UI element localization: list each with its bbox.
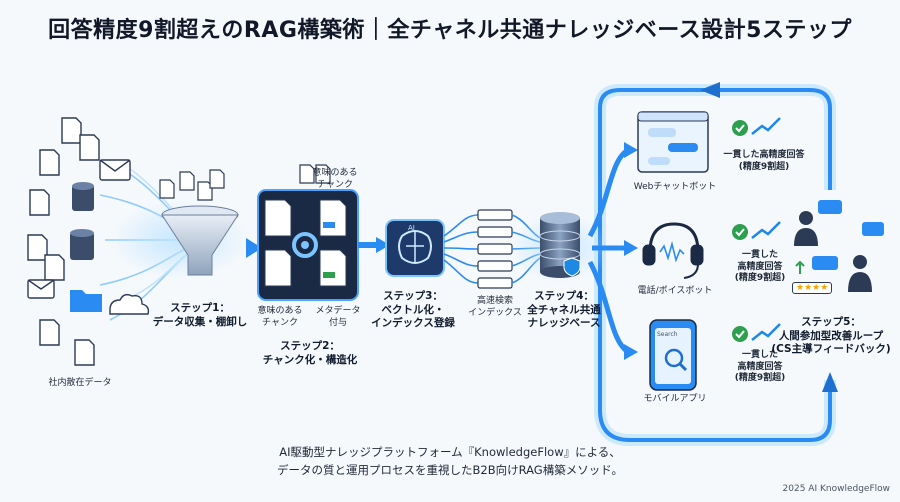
answer-web-line2: (精度9割超) bbox=[738, 161, 790, 172]
step2-desc: チャンク化・構造化 bbox=[262, 353, 358, 366]
step5-title: ステップ5： bbox=[801, 316, 861, 328]
step3-desc2: インデックス登録 bbox=[371, 317, 455, 330]
web-chatbot-label: Webチャットボット bbox=[633, 182, 717, 192]
central-database bbox=[510, 212, 610, 283]
chunk-left-line1: 意味のある bbox=[257, 306, 303, 316]
mobile-phone bbox=[649, 319, 697, 391]
step3-title: ステップ3： bbox=[383, 290, 443, 302]
step5-desc2: (CS主導フィードバック) bbox=[771, 343, 891, 356]
mobile-app-label: モバイルアプリ bbox=[643, 394, 707, 404]
check-icons bbox=[732, 120, 748, 342]
rating-stars: ★★★★ bbox=[792, 282, 833, 294]
feedback-loop bbox=[594, 82, 838, 446]
chunk-left-label: 意味のある チャンク bbox=[248, 306, 312, 329]
ai-chip-label: AI bbox=[408, 224, 415, 232]
answer-phone-line1: 一貫した bbox=[741, 250, 778, 260]
step4-desc1: 全チャネル共通 bbox=[527, 303, 601, 316]
chunking-board bbox=[257, 189, 359, 301]
chunk-top-line2: チャンク bbox=[317, 179, 353, 190]
step1-label: ステップ1： データ収集・棚卸し bbox=[140, 302, 260, 329]
answer-mobile-line2: 高精度回答 bbox=[737, 361, 783, 372]
answer-phone-line2: 高精度回答 bbox=[737, 261, 783, 272]
answer-web-label: 一貫した高精度回答 (精度9割超) bbox=[712, 150, 816, 173]
voicebot-label: 電話/ボイスボット bbox=[637, 286, 713, 296]
answer-mobile-line1: 一貫した bbox=[741, 350, 778, 360]
chunk-left-line2: チャンク bbox=[262, 317, 298, 328]
source-databases bbox=[70, 182, 94, 260]
trend-arrows bbox=[751, 117, 781, 341]
metadata-line2: 付与 bbox=[328, 317, 347, 328]
footer-line1: AI駆動型ナレッジプラットフォーム『KnowledgeFlow』による、 bbox=[279, 445, 621, 459]
people-icons bbox=[794, 200, 884, 292]
web-chat-window bbox=[637, 111, 709, 173]
step1-desc: データ収集・棚卸し bbox=[152, 315, 248, 328]
index-line2: インデックス bbox=[468, 307, 522, 318]
index-line1: 高速検索 bbox=[476, 296, 513, 306]
step5-label: ステップ5： 人間参加型改善ループ (CS主導フィードバック) bbox=[768, 316, 894, 357]
chunk-top-line1: 意味のある bbox=[312, 168, 358, 178]
metadata-label: メタデータ 付与 bbox=[306, 306, 370, 329]
metadata-line1: メタデータ bbox=[315, 306, 361, 316]
ai-chip bbox=[385, 219, 445, 277]
step4-label: ステップ4： 全チャネル共通 ナレッジベース bbox=[516, 290, 612, 331]
index-label: 高速検索 インデックス bbox=[462, 296, 528, 319]
answer-phone-line3: (精度9割超) bbox=[734, 273, 786, 284]
step3-desc1: ベクトル化・ bbox=[381, 303, 445, 316]
step3-label: ステップ3： ベクトル化・ インデックス登録 bbox=[358, 290, 468, 331]
step4-title: ステップ4： bbox=[534, 290, 594, 302]
answer-mobile-label: 一貫した 高精度回答 (精度9割超) bbox=[722, 350, 798, 385]
step2-title: ステップ2： bbox=[280, 340, 340, 352]
funnel bbox=[161, 205, 239, 276]
footer-description: AI駆動型ナレッジプラットフォーム『KnowledgeFlow』による、 データ… bbox=[150, 444, 750, 480]
footer-line2: データの質と運用プロセスを重視したB2B向けRAG構築メソッド。 bbox=[277, 462, 623, 477]
step5-desc1: 人間参加型改善ループ bbox=[778, 329, 884, 342]
folder-icon bbox=[70, 290, 102, 312]
answer-phone-label: 一貫した 高精度回答 (精度9割超) bbox=[722, 250, 798, 285]
answer-mobile-line3: (精度9割超) bbox=[734, 373, 786, 384]
source-data-label: 社内散在データ bbox=[48, 378, 112, 388]
search-placeholder: Search bbox=[657, 331, 678, 338]
page-title: 回答精度9割超えのRAG構築術｜全チャネル共通ナレッジベース設計5ステップ bbox=[48, 18, 852, 43]
step1-title: ステップ1： bbox=[170, 302, 230, 314]
step4-desc2: ナレッジベース bbox=[527, 317, 601, 330]
step2-label: ステップ2： チャンク化・構造化 bbox=[250, 340, 370, 367]
headset bbox=[642, 222, 704, 279]
answer-web-line1: 一貫した高精度回答 bbox=[723, 150, 805, 160]
index-bars bbox=[477, 209, 513, 289]
source-documents bbox=[27, 117, 150, 366]
chunk-top-label: 意味のある チャンク bbox=[300, 168, 370, 191]
copyright: 2025 AI KnowledgeFlow bbox=[782, 484, 890, 494]
